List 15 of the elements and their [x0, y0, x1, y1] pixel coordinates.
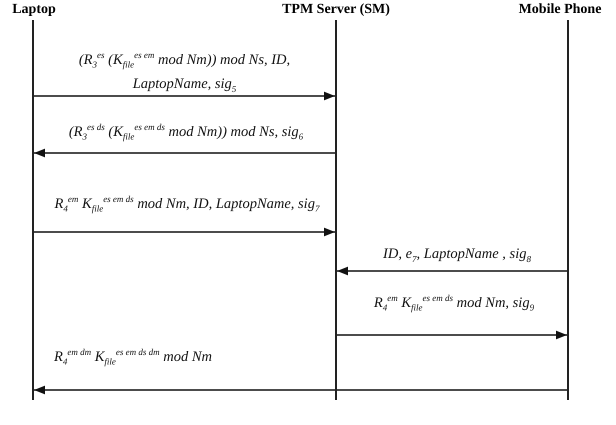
message-arrow — [34, 92, 335, 100]
message-label: R$_{4}$$^{em dm}$ K$_{file}$$^{es em ds dm}$ mod Nm — [53, 346, 214, 369]
message-arrow — [34, 386, 567, 394]
message-label: ID, e$_{7}$, LaptopName , sig$_{8}$ — [382, 245, 532, 266]
message-arrow — [34, 228, 335, 236]
participant-name: Mobile Phone — [518, 2, 602, 18]
message-label: R$_{4}$$^{em}$ K$_{file}$$^{es em ds}$ mod Nm, sig$_{9}$ — [372, 292, 536, 315]
message-arrow — [337, 266, 567, 276]
message-label: R$_{4}$$^{em}$ K$_{file}$$^{es em ds}$ mod Nm, ID, LaptopName, sig$_{7}$ — [54, 193, 321, 216]
message-arrow — [337, 330, 567, 340]
message-label: (R$_{3}$$^{es ds}$ (K$_{file}$$^{es em ds}$ mod Nm)) mod Ns, sig$_{6}$ — [68, 121, 304, 144]
participant-name: TPM Server (SM) — [281, 2, 391, 18]
message-arrow — [34, 148, 335, 158]
participant-name: Laptop — [11, 2, 57, 18]
message-label: (R$_{3}$$^{es}$ (K$_{file}$$^{es em}$ mod Nm)) mod Ns, ID, LaptopName, sig$_{5}$ — [78, 49, 292, 96]
